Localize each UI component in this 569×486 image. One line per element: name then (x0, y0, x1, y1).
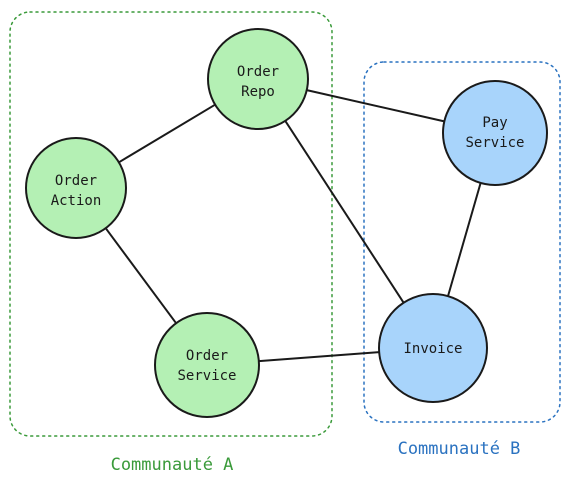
edge-order-repo-pay-service (306, 89, 445, 123)
community-a-label: Communauté A (111, 455, 234, 475)
edge-pay-service-invoice (447, 182, 482, 297)
node-label-line: Invoice (403, 341, 462, 357)
node-label-line: Service (465, 135, 524, 151)
node-order-repo[interactable]: Order Repo (207, 28, 309, 130)
edge-order-service-invoice (258, 351, 380, 363)
node-label-line: Repo (241, 84, 275, 100)
node-order-service[interactable]: Order Service (154, 312, 260, 418)
node-label-line: Order (55, 173, 97, 189)
edge-order-action-order-service (104, 227, 177, 324)
node-label-line: Pay (482, 115, 507, 131)
node-invoice[interactable]: Invoice (378, 293, 488, 403)
node-label-line: Action (51, 193, 102, 209)
edge-order-repo-invoice (284, 120, 405, 304)
node-order-action[interactable]: Order Action (25, 137, 127, 239)
node-label-line: Order (237, 64, 279, 80)
edge-order-repo-order-action (118, 103, 216, 164)
edges-layer (104, 89, 482, 363)
node-label-line: Order (186, 348, 228, 364)
community-a-box (9, 11, 333, 437)
community-b-box (363, 61, 561, 423)
node-label-line: Service (177, 368, 236, 384)
community-b-label: Communauté B (398, 439, 521, 459)
node-pay-service[interactable]: Pay Service (442, 80, 548, 186)
